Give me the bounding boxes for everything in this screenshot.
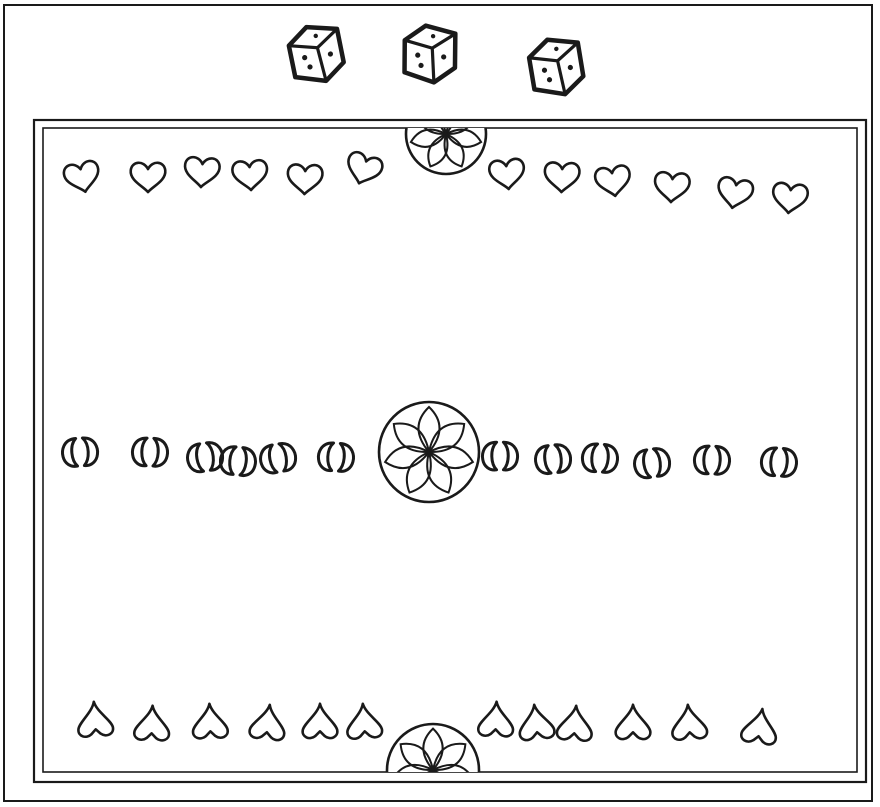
split-circle-icon <box>186 441 225 473</box>
heart-icon <box>488 158 526 191</box>
split-circle-icon <box>62 437 99 467</box>
split-circle-icon <box>219 445 257 476</box>
heart-icon <box>654 172 691 204</box>
heart-icon <box>131 163 166 192</box>
rosette-group <box>379 94 486 807</box>
die-icon <box>402 24 458 83</box>
spade-icon <box>478 701 514 736</box>
heart-icon <box>62 159 102 195</box>
heart-icon <box>343 150 385 189</box>
spade-icon <box>616 705 651 739</box>
split-circle-icon <box>694 446 730 475</box>
spade-icon <box>192 703 228 738</box>
heart-icon <box>594 164 632 198</box>
spade-icon <box>670 704 707 741</box>
heart-icon <box>771 182 809 215</box>
split-circle-icon <box>761 447 798 477</box>
rosette-icon <box>379 402 479 502</box>
spade-icon <box>76 701 113 738</box>
split-circle-icon <box>633 447 672 479</box>
spade-icon <box>556 705 593 742</box>
heart-icon <box>715 176 754 211</box>
split-circle-icon <box>534 443 572 474</box>
split-circle-icon <box>582 443 619 473</box>
die-icon <box>287 23 346 86</box>
heart-icon <box>544 162 580 193</box>
die-icon <box>527 36 585 97</box>
split-circle-icon <box>258 441 297 474</box>
dice-group <box>287 23 585 98</box>
spade-icon <box>134 705 170 740</box>
rosette-icon <box>406 94 486 174</box>
spade-icon <box>740 707 779 746</box>
rosette-icon <box>387 724 479 807</box>
heart-icon <box>232 160 269 192</box>
heart-icon <box>287 164 323 195</box>
heart-icon <box>184 157 221 189</box>
spade-icon <box>303 704 338 738</box>
split-circle-icon <box>482 442 517 470</box>
split-circle-icon <box>132 438 168 467</box>
split-circle-icon <box>318 442 355 472</box>
spade-icon <box>345 703 382 740</box>
spade-icon <box>517 703 555 741</box>
spade-icon <box>249 703 287 741</box>
